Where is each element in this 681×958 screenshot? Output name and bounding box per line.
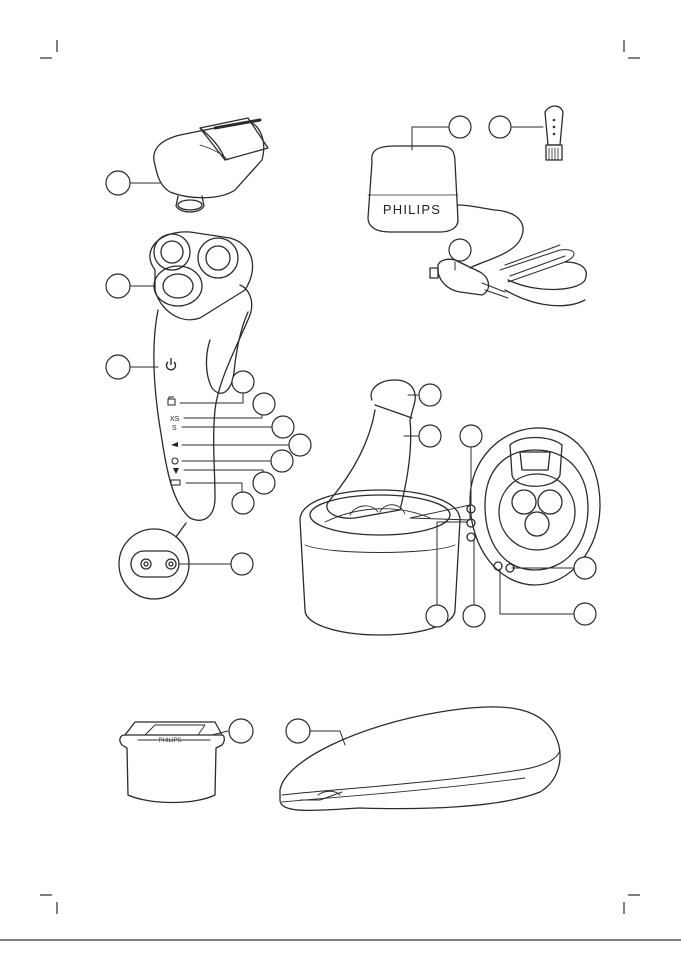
travel-lock-icon	[168, 397, 175, 405]
mode-s-label: S	[172, 425, 177, 432]
cleaning-unit	[300, 380, 460, 635]
trimmer-attachment	[154, 118, 268, 212]
crop-marks	[0, 40, 681, 940]
power-adapter	[368, 146, 586, 306]
socket-detail	[119, 529, 189, 599]
replace-icon	[173, 468, 179, 474]
brush-dots	[553, 119, 556, 136]
cleaning-cartridge	[120, 722, 224, 803]
mode-face-icon	[171, 442, 178, 447]
travel-pouch	[280, 707, 560, 811]
cleaning-icon	[172, 458, 178, 464]
mode-xs-label: XS	[170, 416, 180, 423]
adapter-brand-label: PHILIPS	[383, 202, 441, 217]
cartridge-brand-label: PHILIPS	[158, 738, 181, 744]
power-icon	[167, 358, 176, 370]
battery-icon	[171, 480, 180, 485]
